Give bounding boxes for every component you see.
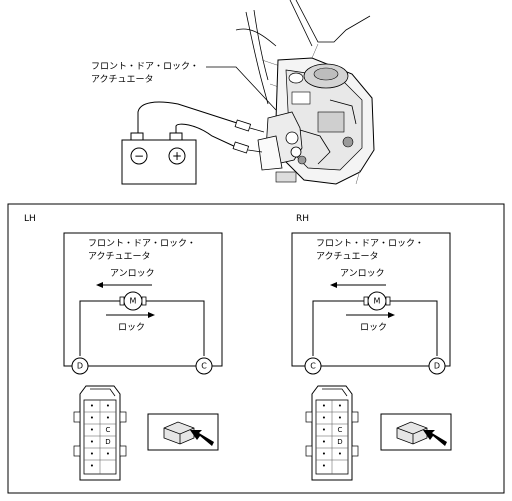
wiring-frame: [7, 203, 505, 494]
top-illustration: フロント・ドア・ロック・ アクチュエータ − +: [91, 0, 375, 185]
connector-view-inset: [147, 413, 219, 451]
svg-text:•: •: [90, 426, 94, 434]
actuator-label-line1: フロント・ドア・ロック・: [88, 238, 196, 249]
svg-text:•: •: [106, 450, 110, 458]
terminal-right: [428, 357, 446, 375]
negative-terminal-icon: [130, 147, 148, 165]
terminal-left-label: C: [310, 362, 316, 371]
connector-face: • • • • • C • D • • •: [305, 385, 359, 481]
battery: − +: [121, 132, 197, 185]
unlock-label: アンロック: [340, 268, 385, 279]
terminal-left-label: D: [77, 362, 83, 371]
svg-text:•: •: [338, 402, 342, 410]
positive-symbol: +: [172, 149, 182, 163]
svg-text:•: •: [106, 402, 110, 410]
svg-text:•: •: [322, 462, 326, 470]
battery-wires: [137, 101, 265, 154]
actuator-label-line2: アクチュエータ: [316, 251, 379, 262]
side-label: RH: [296, 214, 309, 224]
terminal-left: [304, 357, 322, 375]
svg-text:•: •: [322, 438, 326, 446]
actuator-callout: フロント・ドア・ロック・ アクチュエータ: [91, 61, 277, 111]
actuator-label-line2: アクチュエータ: [91, 74, 154, 85]
side-label: LH: [24, 214, 36, 224]
svg-text:•: •: [322, 426, 326, 434]
svg-text:•: •: [106, 414, 110, 422]
terminal-right-label: C: [201, 362, 207, 371]
unlock-label: アンロック: [110, 268, 155, 279]
pin-c: C: [106, 426, 111, 434]
actuator-label-line1: フロント・ドア・ロック・: [316, 238, 424, 249]
insertion-arrow-icon: [423, 430, 447, 446]
motor-label: M: [374, 297, 381, 306]
lock-label: ロック: [118, 322, 145, 333]
terminal-left: [71, 357, 89, 375]
lock-label: ロック: [360, 322, 387, 333]
svg-text:•: •: [322, 450, 326, 458]
svg-text:•: •: [90, 438, 94, 446]
svg-text:•: •: [90, 450, 94, 458]
terminal-right-label: D: [434, 362, 440, 371]
svg-text:•: •: [90, 462, 94, 470]
svg-text:•: •: [338, 450, 342, 458]
svg-text:•: •: [90, 402, 94, 410]
actuator-box: [63, 232, 223, 367]
svg-text:•: •: [90, 414, 94, 422]
svg-text:•: •: [338, 414, 342, 422]
door-latch-assembly: [257, 43, 375, 185]
connector-face: • • • • • C • D • • •: [73, 385, 127, 481]
actuator-label-line2: アクチュエータ: [88, 251, 151, 262]
insertion-arrow-icon: [190, 430, 214, 446]
actuator-box: [291, 232, 451, 367]
motor-label: M: [130, 297, 137, 306]
connector-view-inset: [380, 413, 452, 451]
terminal-right: [195, 357, 213, 375]
panel-rh: RH フロント・ドア・ロック・ アクチュエータ アンロック M ロック C D: [291, 214, 452, 481]
positive-terminal-icon: [168, 147, 186, 165]
pin-d: D: [105, 438, 110, 446]
pin-c: C: [338, 426, 343, 434]
pin-d: D: [337, 438, 342, 446]
negative-symbol: −: [134, 149, 144, 163]
panel-lh: LH フロント・ドア・ロック・ アクチュエータ アンロック M ロック D C: [24, 214, 223, 481]
svg-text:•: •: [322, 414, 326, 422]
svg-text:•: •: [322, 402, 326, 410]
actuator-label-line1: フロント・ドア・ロック・: [91, 61, 199, 72]
